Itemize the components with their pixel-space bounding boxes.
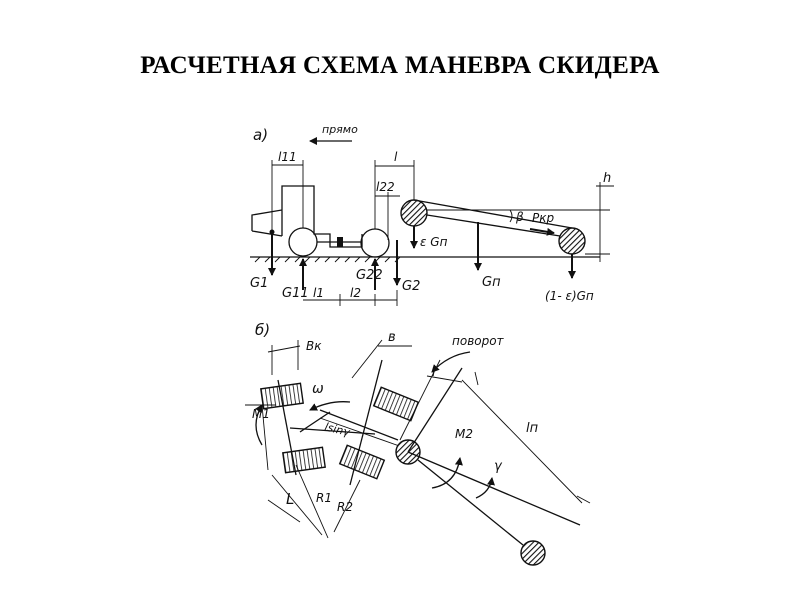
label-l22: l22: [376, 180, 395, 194]
turn-arrow: [431, 351, 471, 373]
m1-arrow: [254, 404, 263, 446]
label-m2: M2: [455, 427, 473, 441]
log-axis-line: [407, 451, 581, 526]
label-r1: R1: [316, 491, 332, 505]
label-gamma: γ: [494, 459, 503, 474]
rear-wheel: [360, 228, 390, 258]
front-wheel-right: [282, 446, 326, 474]
gamma-arc: [475, 477, 495, 499]
log-rear-end: [558, 227, 586, 255]
label-g22: G22: [356, 268, 383, 283]
label-lsin: lsinγ: [323, 420, 351, 439]
skidder-body: [251, 185, 363, 248]
page-title: РАСЧЕТНАЯ СХЕМА МАНЕВРА СКИДЕРА: [140, 52, 660, 79]
scheme-turn: б) Вк в ω M1: [245, 321, 591, 566]
label-l1: l1: [313, 286, 324, 300]
label-b: в: [388, 330, 396, 345]
label-bk: Вк: [306, 339, 322, 353]
part-a-label: а): [253, 126, 268, 144]
tractor-axis-line: [407, 367, 463, 453]
label-turn: поворот: [452, 334, 505, 348]
label-g2: G2: [402, 279, 420, 294]
log-upper-line: [413, 199, 573, 229]
label-gn: Gп: [482, 275, 501, 290]
direction-label: прямо: [322, 123, 358, 136]
rear-wheel-right: [338, 444, 386, 480]
pkr-arrow: [529, 227, 555, 236]
label-one-minus-eps-gn: (1- ε)Gп: [545, 289, 594, 303]
label-beta: β: [515, 210, 524, 224]
omega-arrow: [309, 401, 351, 411]
front-wheel: [288, 227, 318, 257]
label-eps-gn: ε Gп: [420, 235, 448, 249]
beta-arc: [509, 209, 513, 223]
log-tail-end: [520, 540, 546, 566]
label-l-turn: l: [432, 365, 436, 380]
log-front-end: [400, 199, 428, 227]
part-b-label: б): [255, 321, 270, 339]
m2-arrow: [431, 457, 463, 489]
label-g1: G1: [250, 276, 268, 291]
log-body: [426, 214, 561, 237]
log-body-turn: [417, 459, 524, 546]
label-l2: l2: [350, 286, 361, 300]
scheme-straight: а) прямо l11 l l22: [250, 123, 614, 306]
label-m1: M1: [252, 407, 270, 421]
label-omega: ω: [312, 381, 324, 397]
label-r2: R2: [337, 500, 353, 514]
label-L: L: [286, 490, 294, 508]
label-g11: G11: [282, 286, 309, 301]
hinge: [337, 237, 343, 247]
label-pkr: Pкр: [532, 211, 554, 225]
rear-wheel-left: [372, 386, 420, 422]
label-h: h: [603, 171, 611, 186]
label-l: l: [394, 150, 398, 164]
ground-hatch: [254, 256, 401, 263]
label-ln: lп: [526, 421, 539, 436]
label-l11: l11: [278, 150, 297, 164]
